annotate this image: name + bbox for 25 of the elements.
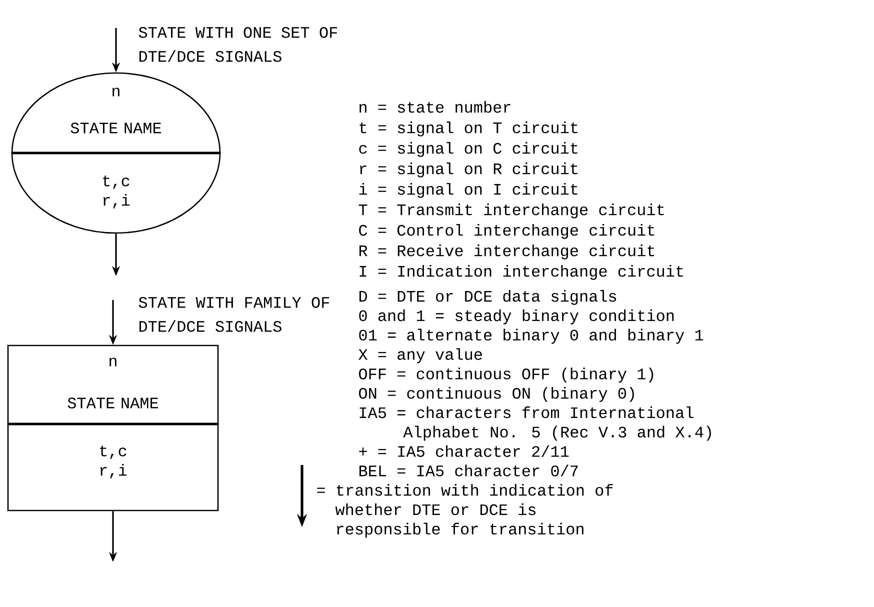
definition-text: I = Indication interchange circuit [360, 265, 683, 280]
definition-text: 0 and 1 = steady binary condition [359, 309, 674, 324]
node-label: STATE NAME [70, 122, 162, 134]
definition-text: X = any value [358, 348, 482, 364]
definition-text: n = state number [360, 101, 510, 113]
node-label: n [112, 88, 120, 96]
definition-text: 01 = alternate binary 0 and binary 1 [359, 328, 704, 344]
definition-text: D = DTE or DCE data signals [359, 290, 616, 305]
definition-text: T = Transmit interchange circuit [358, 204, 664, 218]
state-box: n STATE NAME t,c r,i [7, 344, 219, 512]
definition-text: ON = continuous ON (binary 0) [359, 387, 634, 402]
definition-text: r = signal on R circuit [360, 162, 578, 178]
definition-text: + = IA5 character 2/11 [359, 445, 569, 457]
definition-text: i = signal on I circuit [359, 183, 578, 198]
legend-text: = transition with indication of whether DTE or DCE is responsible for transition [317, 484, 613, 538]
node-label: t,c r,i [103, 176, 130, 208]
definition-text: C = Control interchange circuit [359, 224, 654, 239]
definition-text: R = Receive interchange circuit [359, 244, 654, 260]
state-caption: STATE WITH ONE SET OF DTE/DCE SIGNALS [138, 27, 338, 62]
state-caption: STATE WITH FAMILY OF DTE/DCE SIGNALS [138, 297, 330, 332]
definition-text: IA5 = characters from International Alphabet No. 5 (Rec V.3 and X.4) [360, 406, 711, 441]
definition-text: c = signal on C circuit [359, 142, 578, 157]
definition-text: t = signal on T circuit [360, 122, 578, 136]
definition-text: BEL = IA5 character 0/7 [359, 464, 578, 476]
definition-text: OFF = continuous OFF (binary 1) [359, 368, 654, 383]
